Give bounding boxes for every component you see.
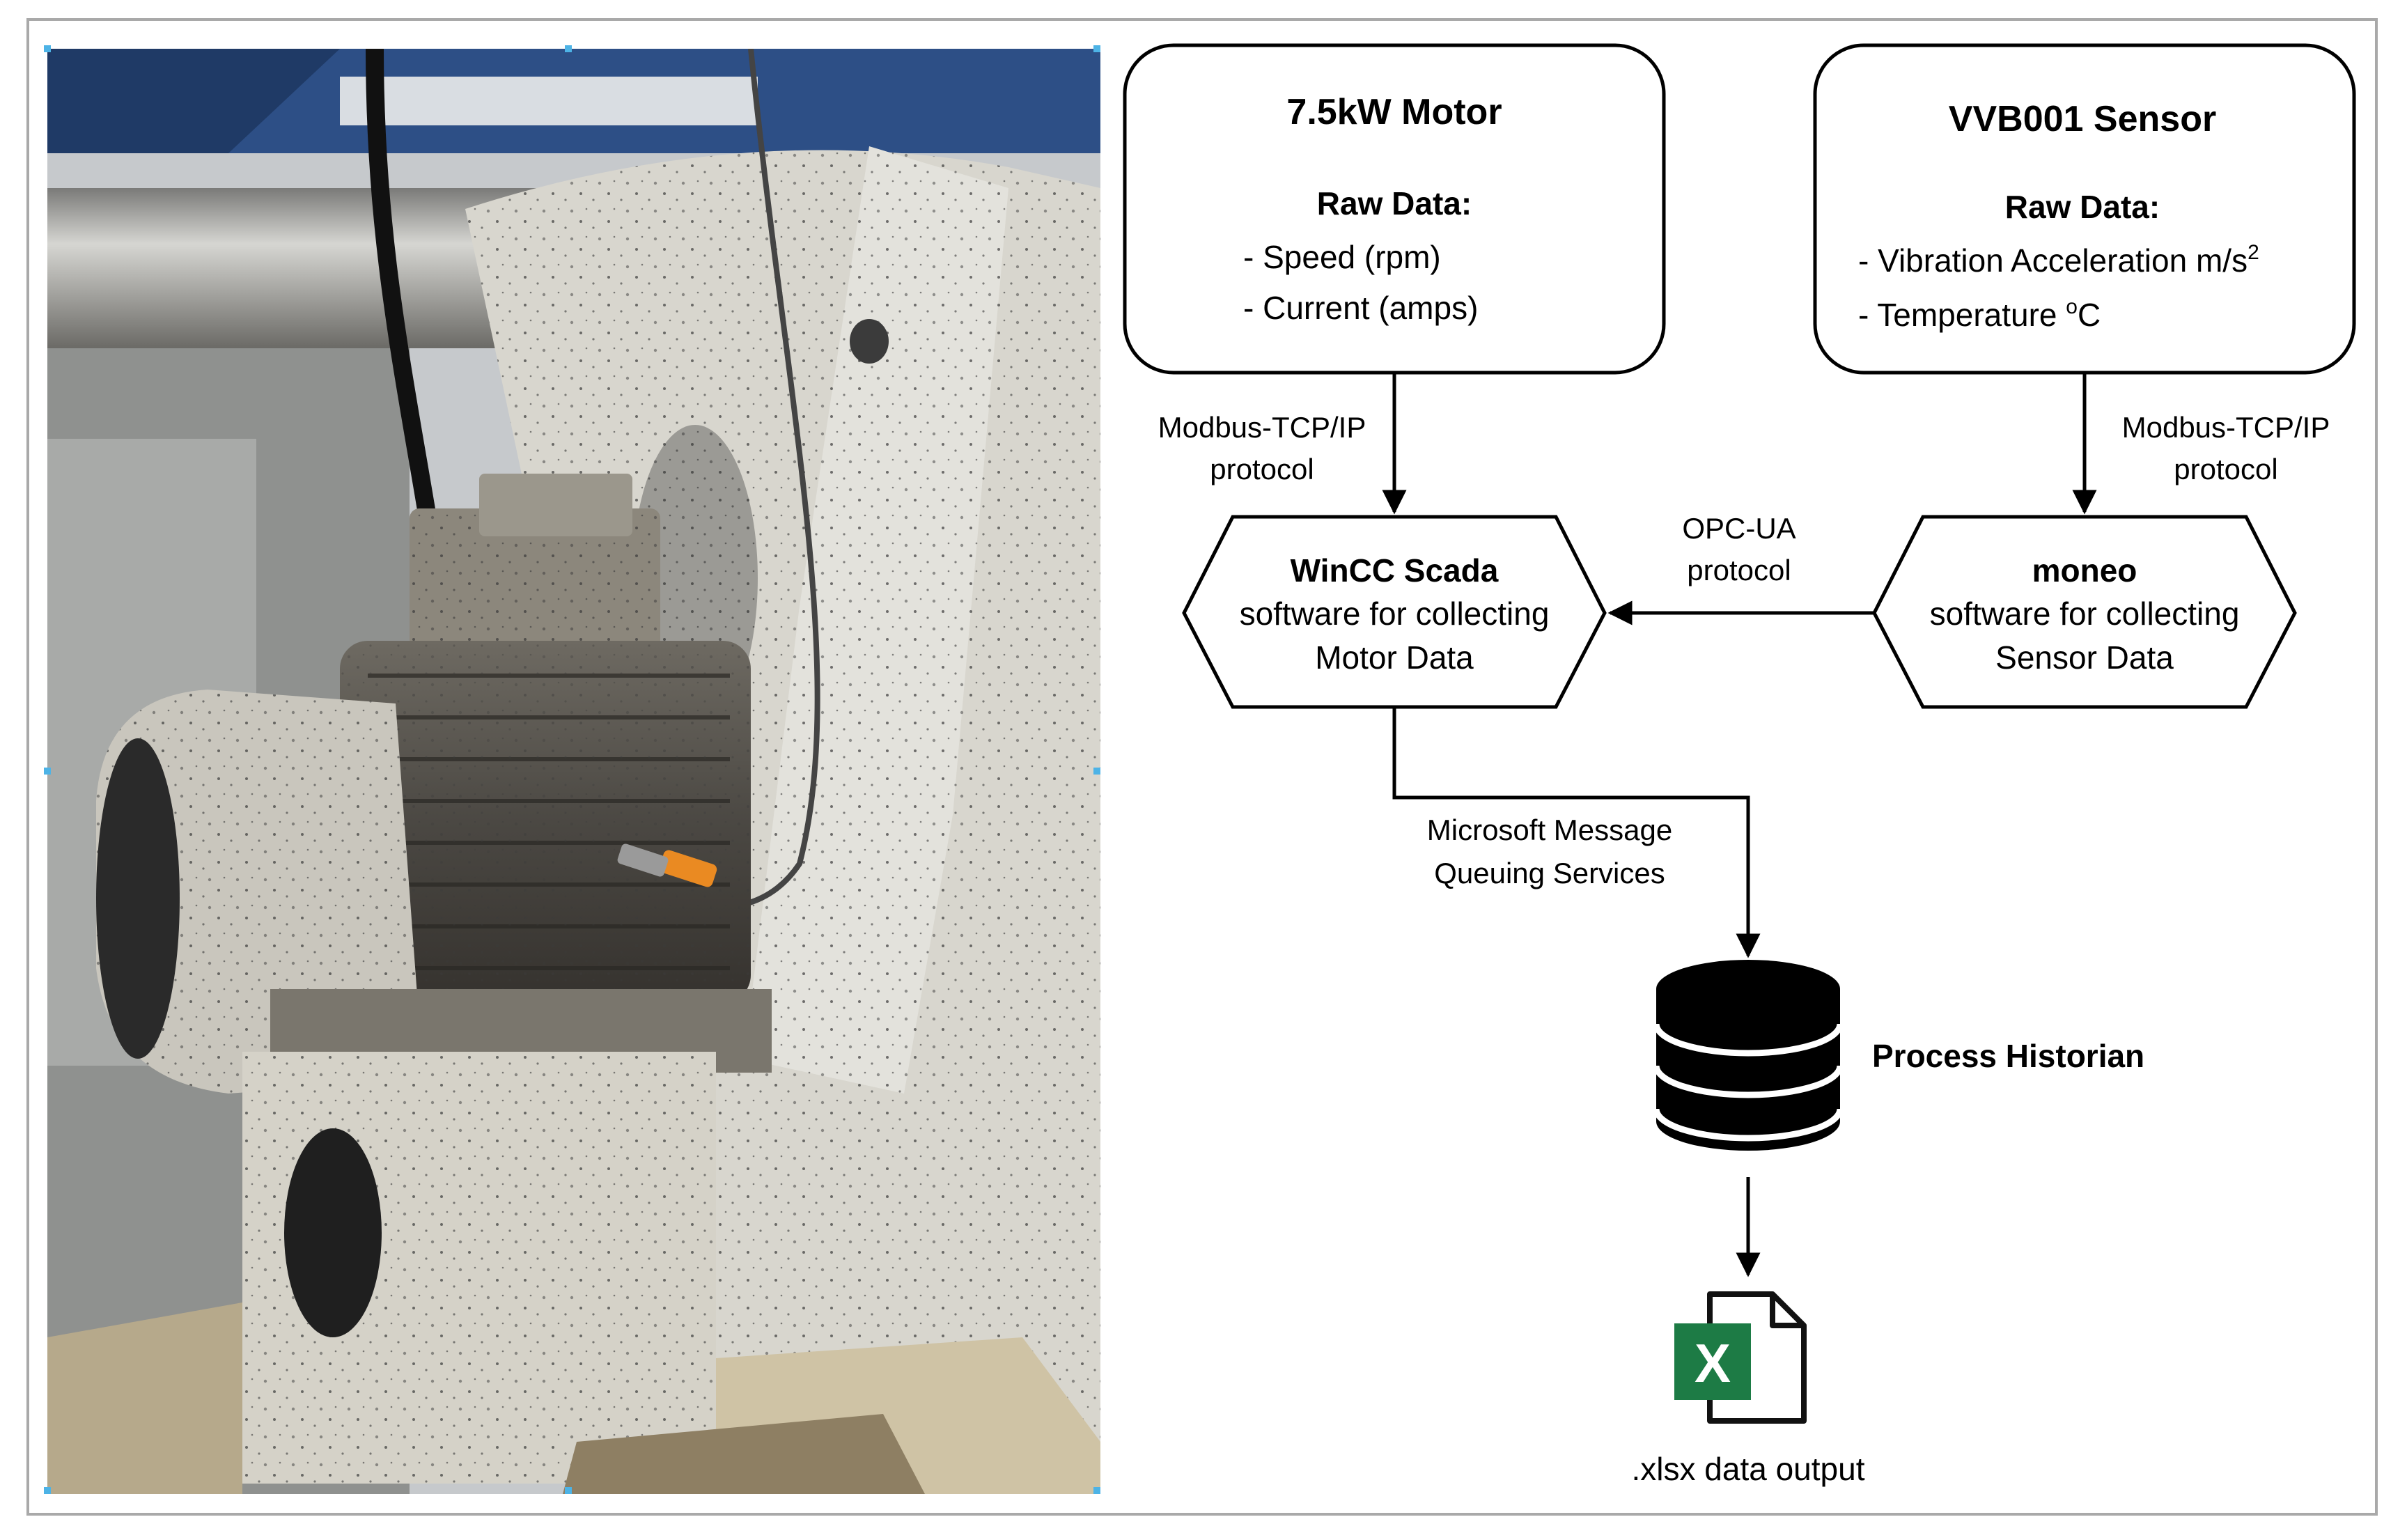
edge-label-msmq-2: Queuing Services: [1434, 857, 1665, 889]
wincc-node: WinCC Scada software for collecting Moto…: [1182, 515, 1607, 709]
edge-label-sensor-2: protocol: [2174, 453, 2277, 485]
motor-node: 7.5kW Motor Raw Data: - Speed (rpm) - Cu…: [1123, 43, 1666, 375]
wincc-line-2: Motor Data: [1315, 639, 1474, 676]
edge-label-msmq-1: Microsoft Message: [1427, 814, 1672, 846]
motor-raw-label: Raw Data:: [1317, 185, 1472, 221]
selection-handle: [1093, 45, 1100, 52]
motor-item-speed: - Speed (rpm): [1243, 239, 1441, 275]
moneo-line-1: software for collecting: [1930, 596, 2240, 632]
wincc-line-1: software for collecting: [1240, 596, 1550, 632]
data-flow-diagram: 7.5kW Motor Raw Data: - Speed (rpm) - Cu…: [1123, 43, 2356, 1487]
motor-title: 7.5kW Motor: [1286, 92, 1502, 132]
sensor-raw-label: Raw Data:: [2005, 189, 2160, 225]
output-label: .xlsx data output: [1632, 1451, 1865, 1487]
excel-badge: [1674, 1323, 1751, 1400]
edge-wincc-historian: [1392, 707, 1761, 958]
sensor-node: VVB001 Sensor Raw Data: - Vibration Acce…: [1813, 43, 2356, 375]
edge-label-opc-1: OPC-UA: [1682, 512, 1795, 545]
excel-file-icon: X: [1674, 1291, 1807, 1424]
edge-label-sensor-1: Modbus-TCP/IP: [2122, 411, 2330, 444]
database-icon: [1653, 960, 1844, 1151]
wincc-hexagon: [1182, 515, 1607, 709]
motor-photo: [44, 45, 1100, 1494]
edge-label-motor-1: Modbus-TCP/IP: [1158, 411, 1366, 444]
sensor-item-vibration: - Vibration Acceleration m/s2: [1858, 241, 2259, 279]
selection-handle: [1093, 1487, 1100, 1494]
selection-handle: [44, 45, 51, 52]
edge-label-motor-2: protocol: [1210, 453, 1314, 485]
edge-label-opc-2: protocol: [1687, 554, 1791, 586]
sensor-title: VVB001 Sensor: [1949, 99, 2216, 139]
historian-label: Process Historian: [1872, 1038, 2144, 1074]
motor-item-current: - Current (amps): [1243, 290, 1478, 326]
sensor-item-temperature: - Temperature oC: [1858, 295, 2101, 333]
moneo-hexagon: [1872, 515, 2297, 709]
moneo-title: moneo: [2032, 552, 2137, 589]
selection-handle: [44, 1487, 51, 1494]
moneo-line-2: Sensor Data: [1995, 639, 2174, 676]
moneo-node: moneo software for collecting Sensor Dat…: [1872, 515, 2297, 709]
wincc-title: WinCC Scada: [1291, 552, 1499, 589]
selection-handle: [565, 1487, 572, 1494]
selection-handle: [565, 45, 572, 52]
selection-handle: [1093, 768, 1100, 775]
excel-glyph: X: [1695, 1332, 1731, 1394]
selection-handle: [44, 768, 51, 775]
